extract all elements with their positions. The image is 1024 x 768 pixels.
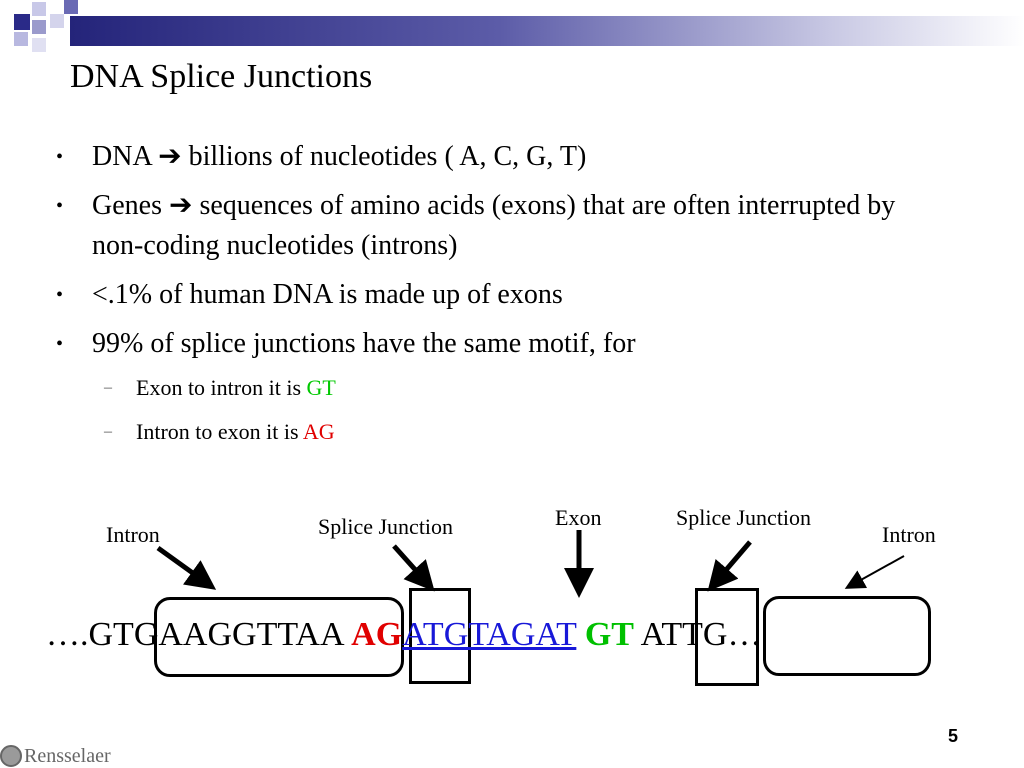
decor-square — [32, 38, 46, 52]
header-bar — [70, 16, 1024, 46]
bullet-item: • DNA ➔ billions of nucleotides ( A, C, … — [52, 137, 952, 177]
slide-title: DNA Splice Junctions — [70, 58, 373, 95]
decor-square — [32, 2, 46, 16]
arrow-intron-left — [156, 545, 217, 590]
bullet-text: billions of nucleotides ( A, C, G, T) — [181, 141, 587, 172]
bullet-item: • 99% of splice junctions have the same … — [52, 324, 952, 364]
rensselaer-seal-icon — [0, 745, 22, 767]
page-number: 5 — [948, 726, 959, 746]
right-arrow-icon: ➔ — [168, 190, 193, 221]
decor-square — [32, 20, 46, 34]
logo-text: Rensselaer — [24, 744, 111, 767]
intron-box-left — [154, 597, 404, 677]
bullet-dot: • — [56, 195, 64, 217]
bullet-list: • DNA ➔ billions of nucleotides ( A, C, … — [52, 137, 952, 461]
intron-box-right — [763, 596, 931, 676]
sub-bullet-item: – Intron to exon it is AG — [52, 417, 952, 447]
intron-label-left: Intron — [106, 522, 160, 547]
arrow-splice-left — [392, 544, 435, 592]
bullet-text: DNA — [92, 141, 159, 172]
splice-junction-label-right: Splice Junction — [676, 505, 812, 530]
sequence-prefix: ….GTGAAGGTTAA — [46, 616, 352, 653]
bullet-text: Genes — [92, 190, 169, 221]
exon-label: Exon — [555, 505, 602, 530]
intron-label-right: Intron — [882, 522, 936, 547]
right-arrow-icon: ➔ — [158, 141, 182, 172]
sub-bullet-text: Intron to exon it is — [136, 419, 303, 444]
splice-box-left — [409, 588, 471, 684]
rensselaer-logo: Rensselaer — [0, 744, 111, 768]
dna-sequence: ….GTGAAGGTTAA AGATGTAGAT GT ATTG… — [46, 616, 761, 654]
decor-square — [50, 14, 64, 28]
splice-box-right — [695, 588, 759, 686]
decor-square — [64, 0, 78, 14]
bullet-dot: • — [56, 333, 64, 355]
sequence-gt: GT — [584, 616, 634, 653]
arrow-splice-right — [707, 540, 752, 592]
bullet-item: • <.1% of human DNA is made up of exons — [52, 275, 952, 315]
bullet-text: <.1% of human DNA is made up of exons — [92, 279, 563, 310]
bullet-text: 99% of splice junctions have the same mo… — [92, 328, 636, 359]
bullet-dot: • — [56, 146, 64, 168]
sub-bullet-dash: – — [104, 423, 112, 440]
sequence-ag: AG — [351, 616, 403, 653]
gt-highlight: GT — [306, 375, 336, 400]
sub-bullet-text: Exon to intron it is — [136, 375, 307, 400]
decor-square — [14, 32, 28, 46]
arrow-intron-right — [844, 555, 905, 589]
ag-highlight: AG — [302, 419, 335, 444]
sub-bullet-dash: – — [104, 379, 112, 396]
decor-square — [14, 14, 30, 30]
bullet-item: • Genes ➔ sequences of amino acids (exon… — [52, 186, 952, 266]
splice-junction-label-left: Splice Junction — [318, 514, 454, 539]
sub-bullet-item: – Exon to intron it is GT — [52, 373, 952, 403]
bullet-dot: • — [56, 284, 64, 306]
bullet-text: sequences of amino acids (exons) that ar… — [92, 190, 896, 261]
sequence-exon: ATGTAGAT — [402, 616, 577, 653]
sequence-suffix: ATTG… — [633, 616, 762, 653]
